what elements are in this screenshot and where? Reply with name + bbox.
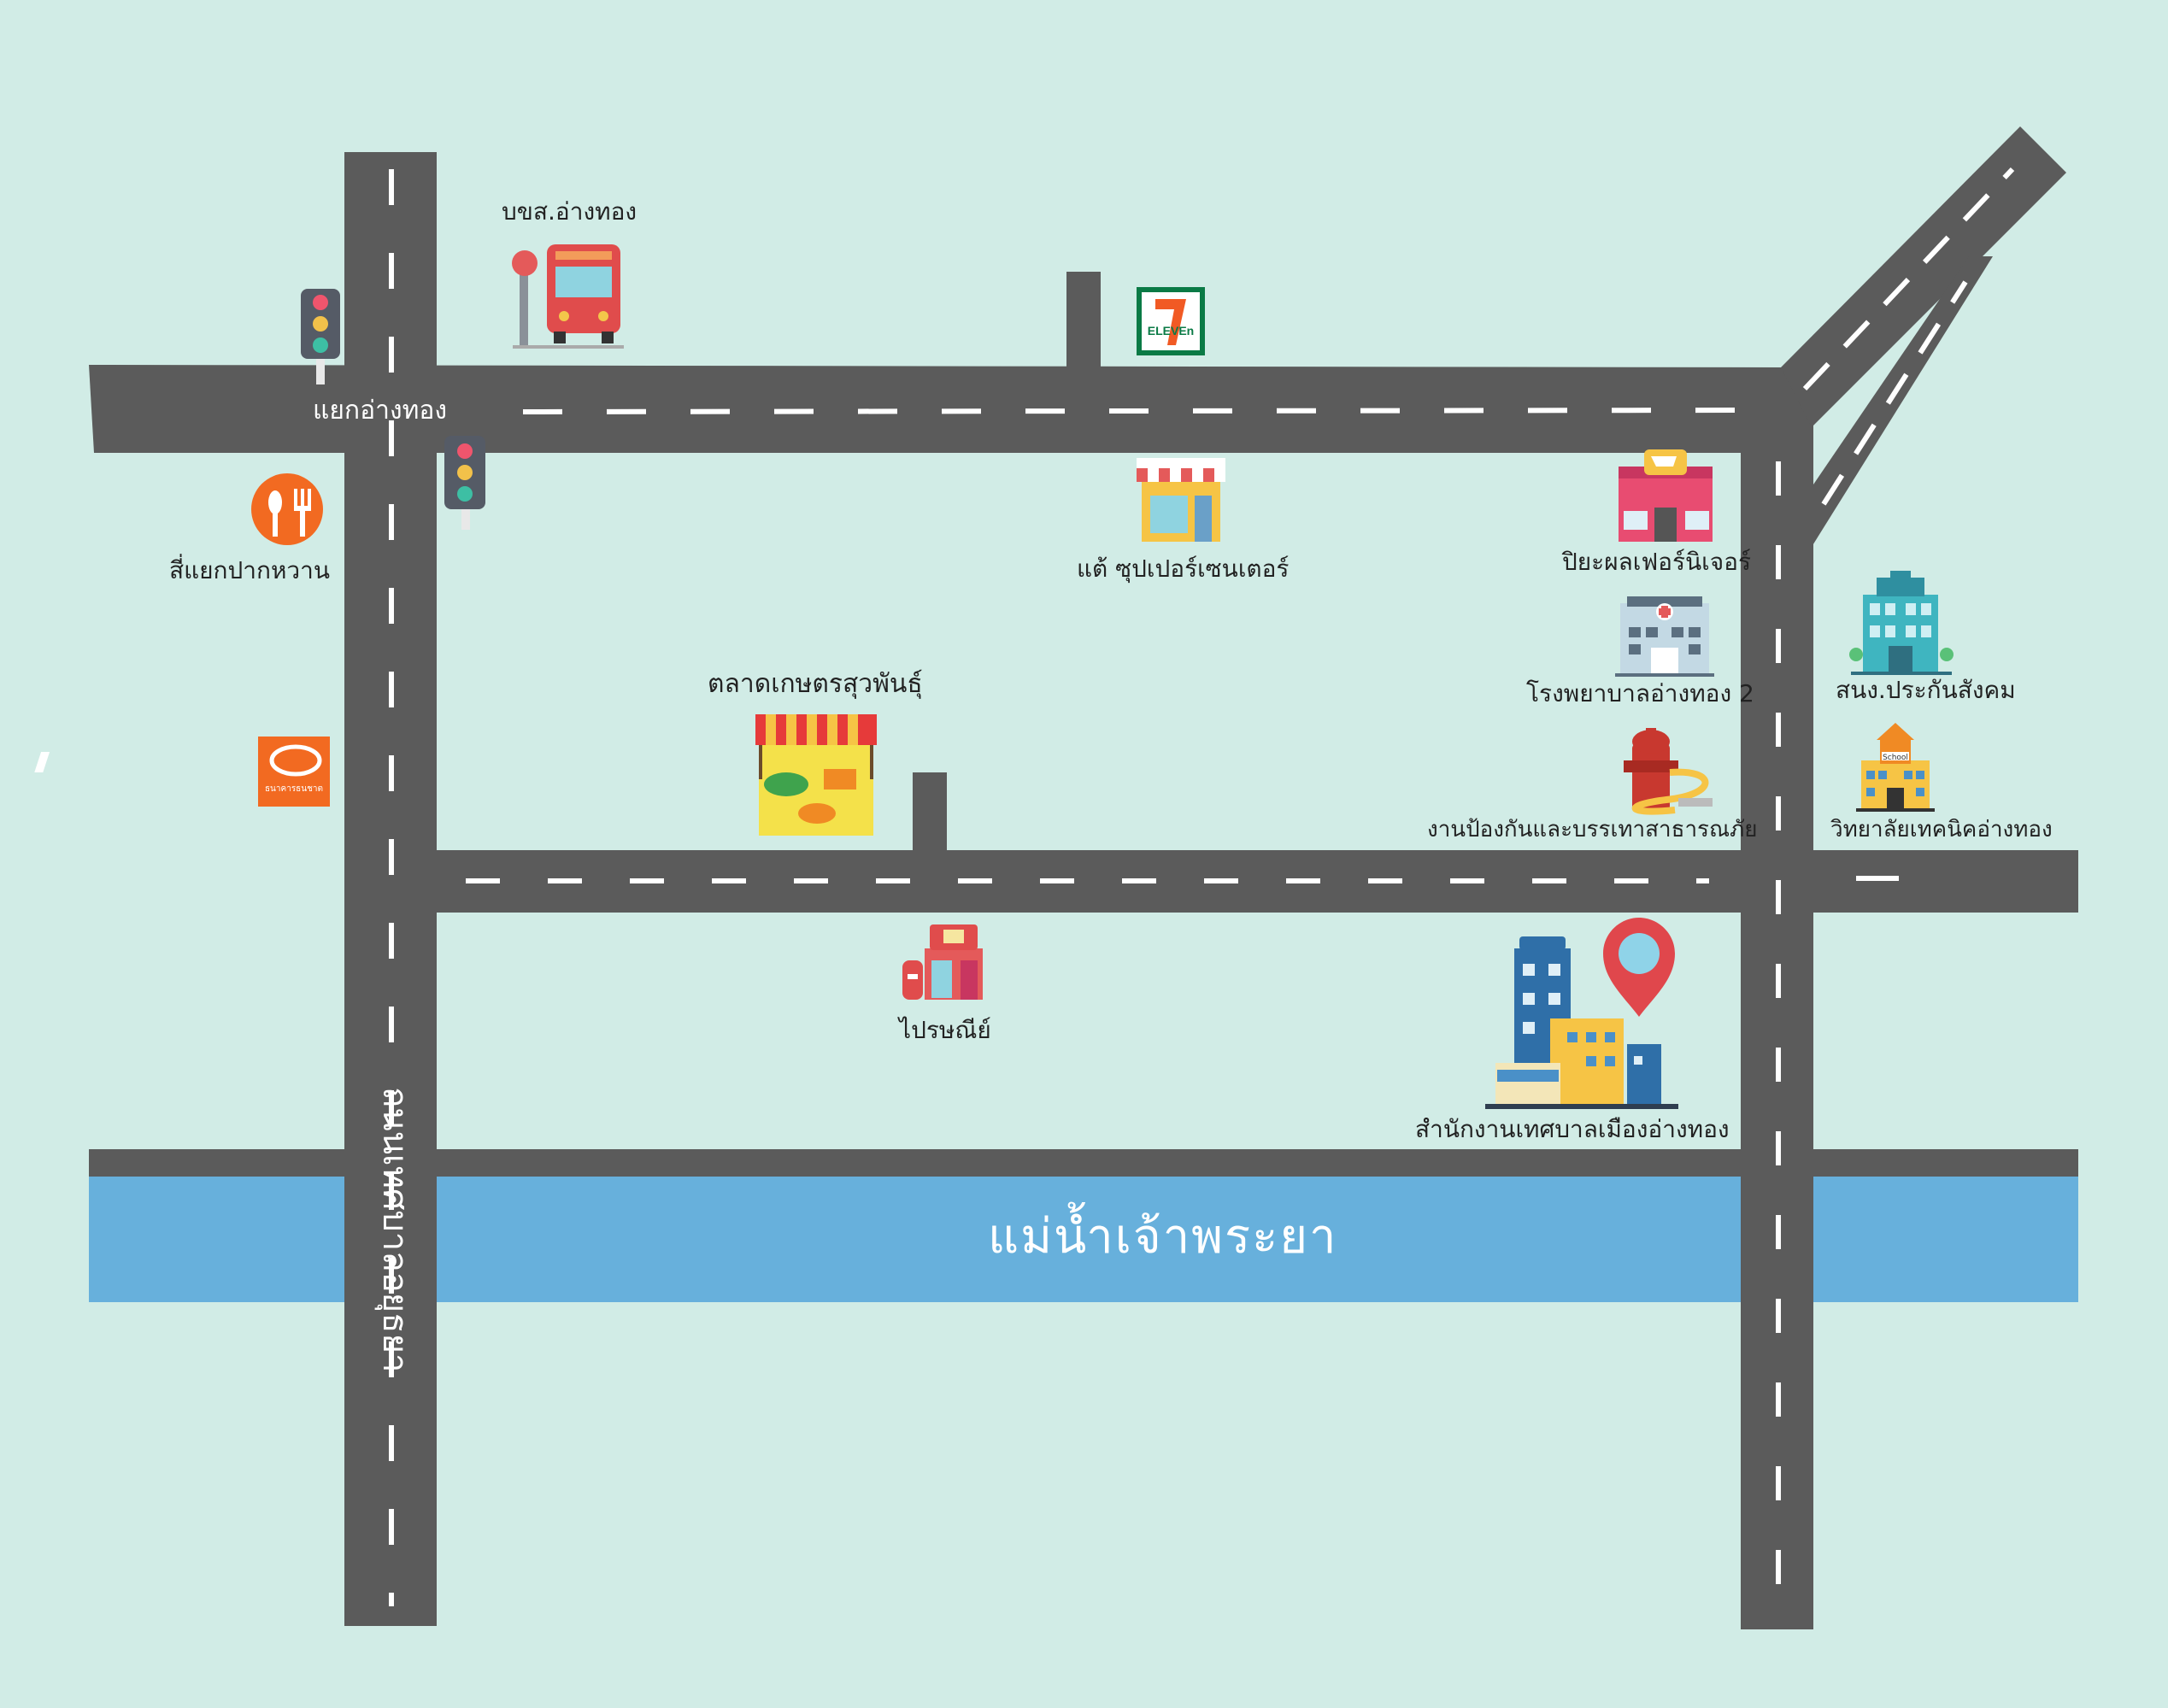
post-office-icon: [902, 924, 983, 1000]
river-label: แม่น้ำเจ้าพระยา: [988, 1209, 1338, 1265]
label-college: วิทยาลัยเทคนิคอ่างทอง: [1830, 817, 2053, 842]
city-location-icon: [1485, 918, 1678, 1109]
bus-stop-icon: [512, 244, 624, 349]
restaurant-icon: [251, 473, 323, 545]
label-municipality: สำนักงานเทศบาลเมืองอ่างทอง: [1415, 1115, 1730, 1143]
market-stall-icon: [755, 714, 877, 836]
seven-eleven-icon: ELEVEn: [1137, 287, 1205, 355]
school-sign-text: School: [1883, 754, 1908, 762]
seven-eleven-logo-text: ELEVEn: [1148, 324, 1194, 337]
traffic-light-icon: [301, 289, 340, 384]
label-social-security: สนง.ประกันสังคม: [1836, 676, 2016, 704]
middle-road: [419, 850, 2078, 913]
label-bus-station: บขส.อ่างทอง: [502, 197, 637, 226]
diagonal-road-inner: [1812, 256, 1993, 547]
hospital-icon: [1615, 596, 1714, 677]
shop-icon: [1137, 458, 1225, 542]
road-markings: [389, 167, 2015, 1606]
fire-hydrant-icon: [1624, 728, 1713, 815]
label-post-office: ไปรษณีย์: [899, 1016, 991, 1044]
school-icon: School: [1856, 723, 1935, 812]
office-building-icon: [1849, 571, 1954, 675]
top-road: [89, 365, 1786, 453]
label-supercenter: แต้ ซุปเปอร์เซนเตอร์: [1077, 555, 1290, 583]
road-stub-seven: [1066, 272, 1101, 367]
diagonal-road-outer: [1781, 126, 2066, 427]
traffic-light-icon: [444, 436, 485, 530]
bank-logo-icon: ธนาคารธนชาต: [34, 737, 330, 807]
label-restaurant: สี่แยกปากหวาน: [169, 556, 330, 584]
label-hospital: โรงพยาบาลอ่างทอง 2: [1526, 679, 1754, 707]
label-fire-dept: งานป้องกันและบรรเทาสาธารณภัย: [1427, 817, 1758, 842]
left-vertical-road: [344, 152, 437, 1626]
furniture-store-icon: [1619, 449, 1713, 542]
label-furniture: ปิยะผลเฟอร์นิเจอร์: [1562, 548, 1752, 576]
vertical-road-label: ถนนเทศบาลอยุธยา: [375, 1087, 414, 1373]
bank-logo-text: ธนาคารธนชาต: [265, 784, 323, 794]
label-intersection: แยกอ่างทอง: [313, 396, 448, 426]
label-market: ตลาดเกษตรสุวพันธุ์: [708, 669, 923, 699]
road-stub-market: [913, 772, 947, 851]
